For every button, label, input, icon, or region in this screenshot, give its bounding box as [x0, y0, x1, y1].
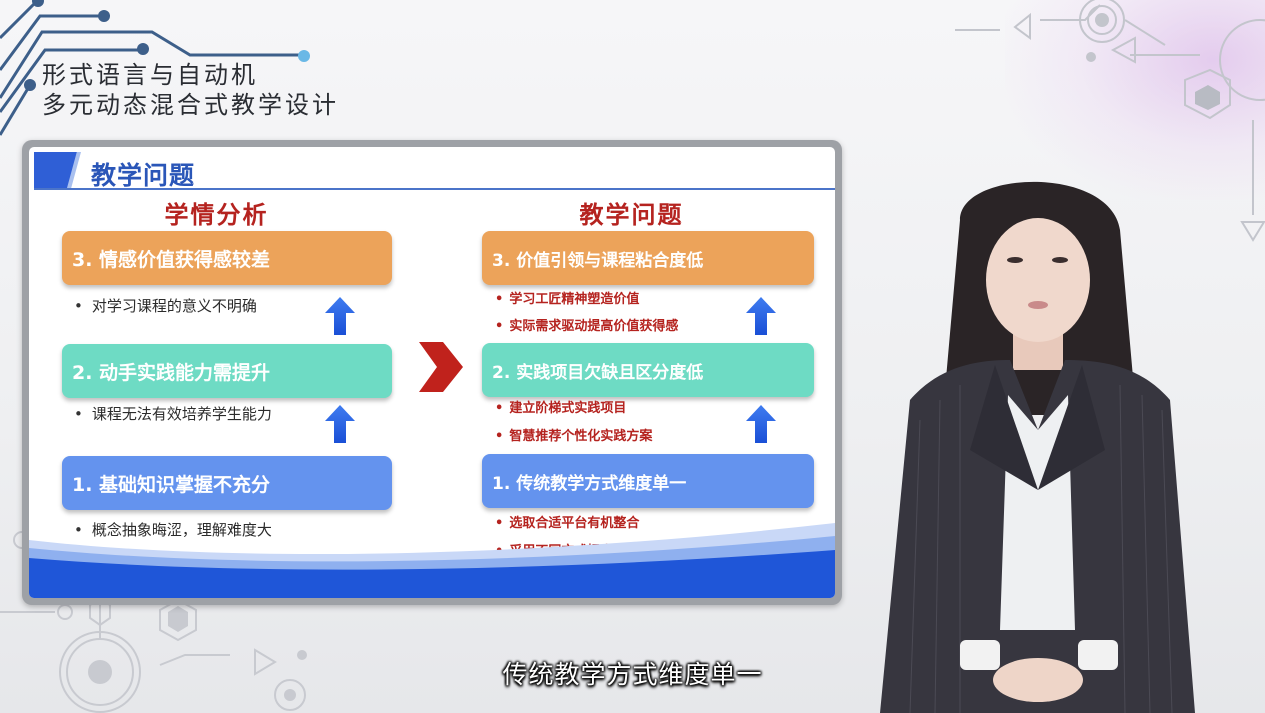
right-item-2-bullet-1: 建立阶梯式实践项目 [495, 397, 626, 416]
right-item-3-bullet-1: 学习工匠精神塑造价值 [495, 288, 639, 307]
right-column-heading: 教学问题 [579, 201, 684, 229]
presenter-video [880, 181, 1195, 713]
course-title-line1: 形式语言与自动机 [42, 61, 258, 89]
slide-bottom-wave [29, 523, 835, 598]
right-item-2-bullet-2: 智慧推荐个性化实践方案 [495, 425, 652, 444]
course-title: 形式语言与自动机 多元动态混合式教学设计 [42, 60, 339, 120]
right-item-2: 2. 实践项目欠缺且区分度低 [482, 343, 814, 397]
slide-title: 教学问题 [91, 161, 196, 190]
left-item-1: 1. 基础知识掌握不充分 [62, 456, 392, 510]
slide-frame: 教学问题 学情分析 3. 情感价值获得感较差 对学习课程的意义不明确 2. 动手… [22, 140, 842, 605]
left-column-heading: 学情分析 [164, 201, 269, 229]
left-item-3-bullet: 对学习课程的意义不明确 [74, 295, 257, 316]
slide: 教学问题 学情分析 3. 情感价值获得感较差 对学习课程的意义不明确 2. 动手… [29, 147, 835, 598]
right-item-3: 3. 价值引领与课程粘合度低 [482, 231, 814, 285]
right-item-1: 1. 传统教学方式维度单一 [482, 454, 814, 508]
left-item-1-bullet: 概念抽象晦涩，理解难度大 [74, 519, 272, 540]
course-title-line2: 多元动态混合式教学设计 [42, 91, 339, 119]
header-divider [34, 188, 835, 190]
right-item-3-bullet-2: 实际需求驱动提高价值获得感 [495, 315, 678, 334]
right-item-1-bullet-1: 选取合适平台有机整合 [495, 512, 639, 531]
video-subtitle: 传统教学方式维度单一 [502, 660, 763, 689]
up-arrow-icon [746, 405, 776, 443]
up-arrow-icon [325, 297, 355, 335]
up-arrow-icon [325, 405, 355, 443]
chevron-right-icon [419, 342, 463, 392]
up-arrow-icon [746, 297, 776, 335]
left-item-2-bullet: 课程无法有效培养学生能力 [74, 403, 272, 424]
left-item-2: 2. 动手实践能力需提升 [62, 344, 392, 398]
left-item-3: 3. 情感价值获得感较差 [62, 231, 392, 285]
